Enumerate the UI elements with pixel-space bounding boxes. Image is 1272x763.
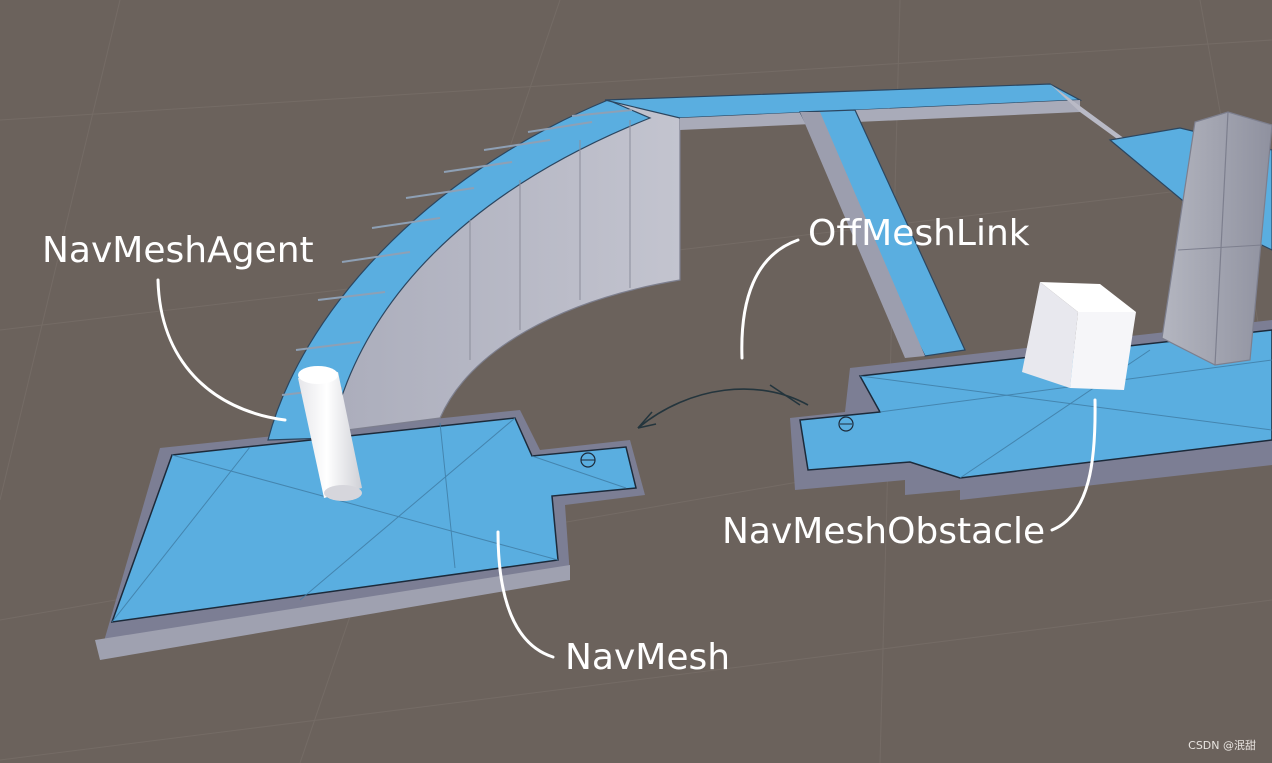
left-platform <box>95 410 645 660</box>
navmesh-obstacle-label: NavMeshObstacle <box>722 511 1046 552</box>
top-bridge <box>604 83 1160 170</box>
callout-lines <box>156 238 1097 659</box>
pillar <box>1161 111 1272 366</box>
obstacle-cube <box>1022 282 1136 390</box>
agent-cylinder <box>298 366 362 501</box>
vertical-walkway <box>799 109 966 358</box>
agent-leader-line <box>156 278 287 422</box>
navmesh-label: NavMesh <box>565 637 731 678</box>
navmesh-leader-line <box>496 530 555 659</box>
offmeshlink-leader-line <box>740 238 800 360</box>
obstacle-leader-line <box>1050 398 1097 532</box>
navmesh-agent-label: NavMeshAgent <box>42 230 314 271</box>
offmeshlink-label: OffMeshLink <box>808 213 1030 254</box>
watermark: CSDN @泯甜 <box>1188 739 1256 752</box>
offmesh-link-arrow <box>637 384 809 429</box>
right-platform <box>790 320 1272 500</box>
